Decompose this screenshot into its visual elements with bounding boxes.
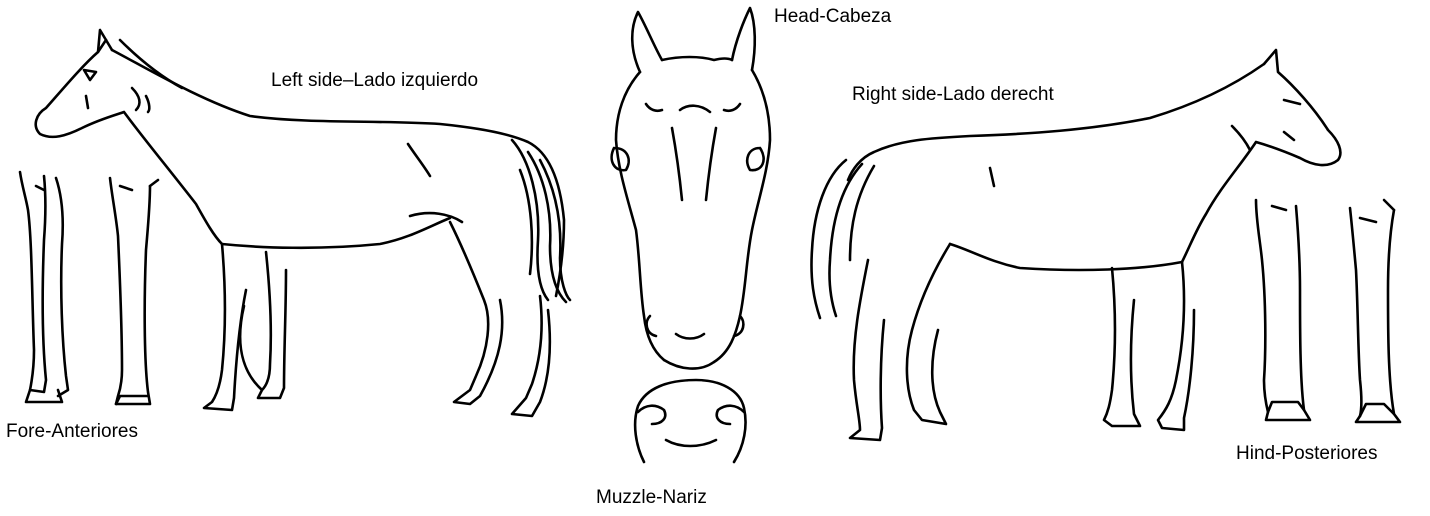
muzzle-label: Muzzle-Nariz bbox=[596, 487, 707, 509]
head-front-drawing bbox=[612, 8, 770, 369]
muzzle-drawing bbox=[635, 380, 745, 462]
fore-legs-drawing bbox=[20, 172, 158, 404]
fore-label: Fore-Anteriores bbox=[6, 421, 138, 443]
head-label: Head-Cabeza bbox=[774, 6, 891, 28]
hind-label: Hind-Posteriores bbox=[1236, 443, 1378, 465]
right-side-label: Right side-Lado derecht bbox=[852, 84, 1054, 106]
left-side-label: Left side–Lado izquierdo bbox=[271, 70, 478, 92]
hind-legs-drawing bbox=[1256, 200, 1400, 422]
